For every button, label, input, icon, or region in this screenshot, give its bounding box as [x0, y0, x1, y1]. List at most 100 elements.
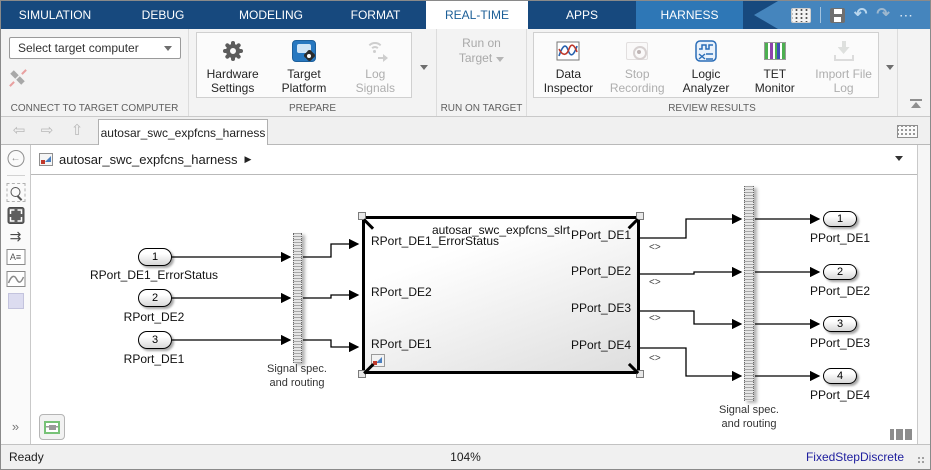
data-inspector-button[interactable]: Data Inspector	[534, 33, 603, 97]
keypad-icon[interactable]	[791, 7, 811, 23]
tet-monitor-button[interactable]: TET Monitor	[740, 33, 809, 97]
tet-monitor-label: TET Monitor	[754, 67, 795, 95]
routing-label-right[interactable]: Signal spec.	[719, 404, 779, 416]
back-circle-icon[interactable]: ←	[7, 150, 24, 167]
quick-access-more-icon[interactable]: ⋯	[898, 7, 914, 23]
tab-real-time[interactable]: REAL-TIME	[426, 1, 528, 29]
section-label: CONNECT TO TARGET COMPUTER	[10, 103, 179, 114]
save-icon[interactable]	[830, 7, 845, 23]
hardware-settings-label: Hardware Settings	[206, 67, 259, 95]
routing-label-left[interactable]: Signal spec.	[267, 363, 327, 375]
tab-format[interactable]: FORMAT	[350, 8, 401, 22]
fit-to-view-icon[interactable]	[7, 207, 24, 224]
undo-icon[interactable]: ↶	[854, 6, 868, 23]
target-platform-button[interactable]: Target Platform	[268, 33, 339, 97]
redo-icon[interactable]: ↷	[876, 6, 890, 23]
review-gallery-expand-button[interactable]	[882, 57, 898, 77]
outport-block[interactable]: 1	[823, 211, 857, 227]
import-file-log-icon	[833, 41, 855, 61]
log-signals-button[interactable]: Log Signals	[340, 33, 411, 97]
inport-label[interactable]: RPort_DE1_ErrorStatus	[89, 268, 219, 282]
block-outport-label: PPort_DE4	[570, 338, 631, 352]
breadcrumb-dropdown-icon[interactable]	[895, 156, 903, 161]
tab-apps[interactable]: APPS	[565, 8, 598, 22]
model-badge-icon	[371, 354, 385, 367]
breadcrumb-caret-icon[interactable]: ▶	[244, 154, 252, 164]
hardware-settings-button[interactable]: Hardware Settings	[197, 33, 268, 97]
zoom-region-icon[interactable]	[6, 183, 25, 202]
inport-label[interactable]: RPort_DE1	[123, 352, 185, 366]
harness-badge-button[interactable]	[39, 414, 65, 440]
target-computer-value: Select target computer	[18, 41, 139, 55]
tab-debug[interactable]: DEBUG	[141, 8, 185, 22]
canvas-pager-icon[interactable]	[890, 429, 912, 440]
annotation-icon[interactable]: A≡	[6, 249, 25, 265]
section-run-on-target: Run on Target RUN ON TARGET	[437, 29, 527, 116]
outport-label[interactable]: PPort_DE4	[809, 388, 871, 402]
collapse-ribbon-icon[interactable]	[910, 99, 922, 108]
navigate-up-icon[interactable]: ⇧	[70, 122, 84, 139]
data-inspector-label: Data Inspector	[543, 67, 594, 95]
right-scroll-strip[interactable]	[917, 145, 930, 444]
subsystem-block[interactable]: autosar_swc_expfcns_slrt RPort_DE1_Error…	[362, 216, 640, 374]
routing-label-right[interactable]: and routing	[721, 418, 777, 430]
logic-analyzer-label: Logic Analyzer	[682, 67, 730, 95]
tab-harness[interactable]: HARNESS	[636, 1, 743, 29]
outport-block[interactable]: 4	[823, 368, 857, 384]
run-on-target-button[interactable]: Run on Target	[439, 36, 525, 66]
selection-handle[interactable]	[358, 370, 366, 378]
diagram-canvas[interactable]: 1 RPort_DE1_ErrorStatus 2 RPort_DE2 3 RP…	[31, 175, 917, 444]
palette-sidebar: ← ⇉ A≡ »	[1, 145, 31, 444]
routing-label-left[interactable]: and routing	[269, 377, 325, 389]
ribbon-right-edge	[898, 29, 930, 116]
status-text: Ready	[9, 450, 44, 464]
disconnect-icon[interactable]	[9, 69, 27, 87]
logic-analyzer-button[interactable]: Logic Analyzer	[672, 33, 741, 97]
outport-label[interactable]: PPort_DE1	[809, 231, 871, 245]
model-document-tab[interactable]: autosar_swc_expfcns_harness	[98, 119, 268, 145]
sidebar-more-icon[interactable]: »	[11, 419, 20, 434]
dropdown-caret-icon	[164, 45, 172, 51]
import-file-log-button[interactable]: Import File Log	[809, 33, 878, 97]
block-outport-label: PPort_DE1	[570, 228, 631, 242]
selection-handle[interactable]	[636, 212, 644, 220]
block-outport-label: PPort_DE3	[570, 301, 631, 315]
navigate-forward-icon[interactable]: ⇨	[40, 122, 54, 139]
signal-routing-bar-right[interactable]	[744, 186, 754, 401]
image-annotation-icon[interactable]	[6, 271, 25, 287]
content-area: ← ⇉ A≡ » autosar_swc_exp	[1, 145, 930, 444]
stop-recording-button[interactable]: Stop Recording	[603, 33, 672, 97]
target-computer-dropdown[interactable]: Select target computer	[9, 37, 181, 59]
update-diagram-icon[interactable]: ⇉	[9, 228, 22, 244]
ribbon-tab-strip: SIMULATION DEBUG MODELING FORMAT REAL-TI…	[1, 1, 930, 29]
navigate-back-icon[interactable]: ⇦	[12, 122, 26, 139]
block-inport-label: RPort_DE1_ErrorStatus	[371, 234, 500, 248]
resize-grip[interactable]	[917, 456, 925, 464]
section-label: RUN ON TARGET	[440, 103, 523, 114]
keyboard-shortcuts-icon[interactable]	[897, 125, 918, 138]
tab-simulation[interactable]: SIMULATION	[18, 8, 92, 22]
solver-link[interactable]: FixedStepDiscrete	[805, 450, 904, 464]
signal-routing-bar-left[interactable]	[293, 233, 302, 363]
breadcrumb[interactable]: autosar_swc_expfcns_harness	[59, 152, 238, 167]
selection-handle[interactable]	[358, 212, 366, 220]
prepare-gallery-expand-button[interactable]	[416, 57, 432, 77]
inport-block[interactable]: 1	[138, 248, 172, 266]
block-inport-label: RPort_DE2	[371, 285, 432, 299]
signal-tag: <>	[649, 313, 661, 324]
inport-block[interactable]: 3	[138, 331, 172, 349]
run-on-target-label: Run on Target	[458, 36, 501, 65]
outport-block[interactable]: 2	[823, 264, 857, 280]
tab-modeling[interactable]: MODELING	[238, 8, 303, 22]
section-connect-to-target: Select target computer CONNECT TO TARGET…	[1, 29, 189, 116]
inport-label[interactable]: RPort_DE2	[123, 310, 185, 324]
import-file-log-label: Import File Log	[815, 67, 872, 95]
outport-label[interactable]: PPort_DE2	[809, 284, 871, 298]
review-results-gallery: Data Inspector Stop Recording Logic Anal	[533, 32, 879, 98]
signal-tag: <>	[649, 277, 661, 288]
viewmark-icon[interactable]	[7, 293, 24, 309]
log-signals-icon	[363, 41, 389, 62]
inport-block[interactable]: 2	[138, 289, 172, 307]
outport-label[interactable]: PPort_DE3	[809, 336, 871, 350]
outport-block[interactable]: 3	[823, 316, 857, 332]
